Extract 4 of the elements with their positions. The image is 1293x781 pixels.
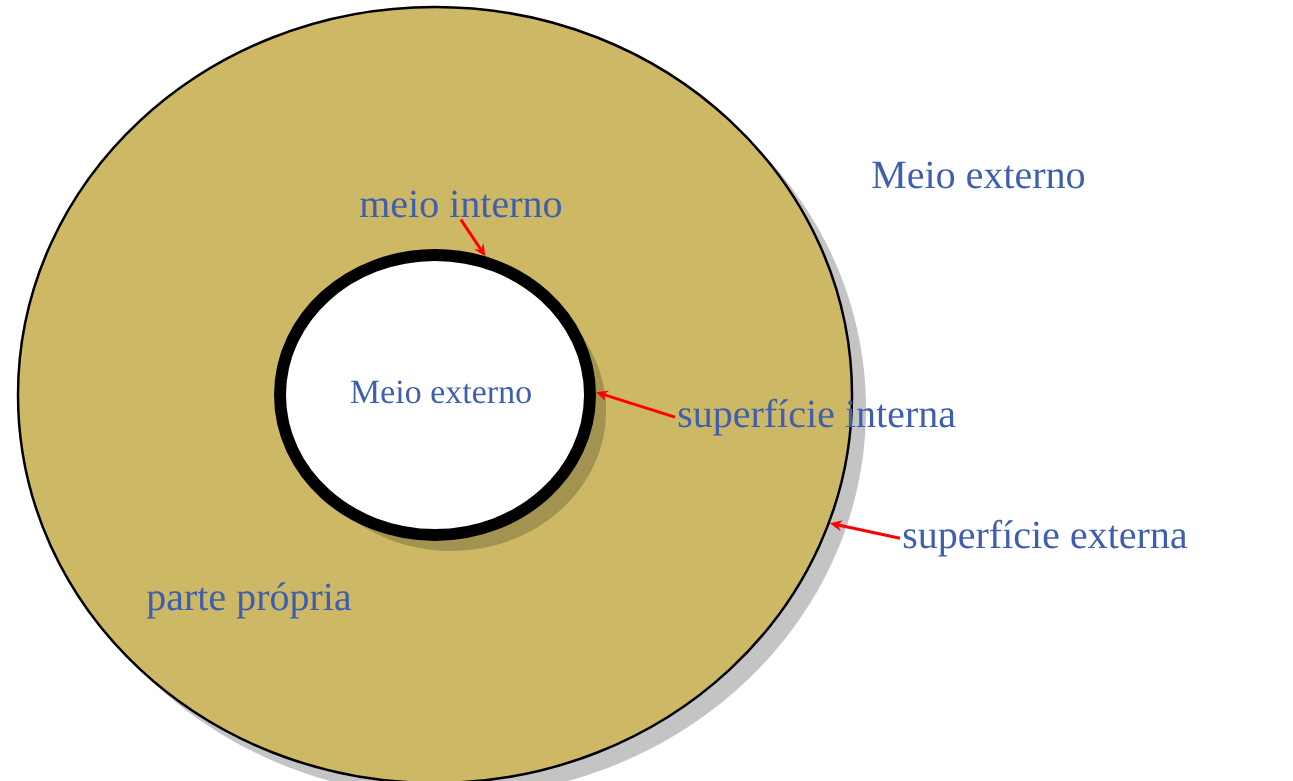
circle-outline: Meio externo — [274, 249, 606, 551]
callout-text: meio interno — [360, 190, 561, 218]
area-label: Meio externo — [872, 161, 1085, 189]
callout-text: superfície externa — [903, 519, 1188, 557]
